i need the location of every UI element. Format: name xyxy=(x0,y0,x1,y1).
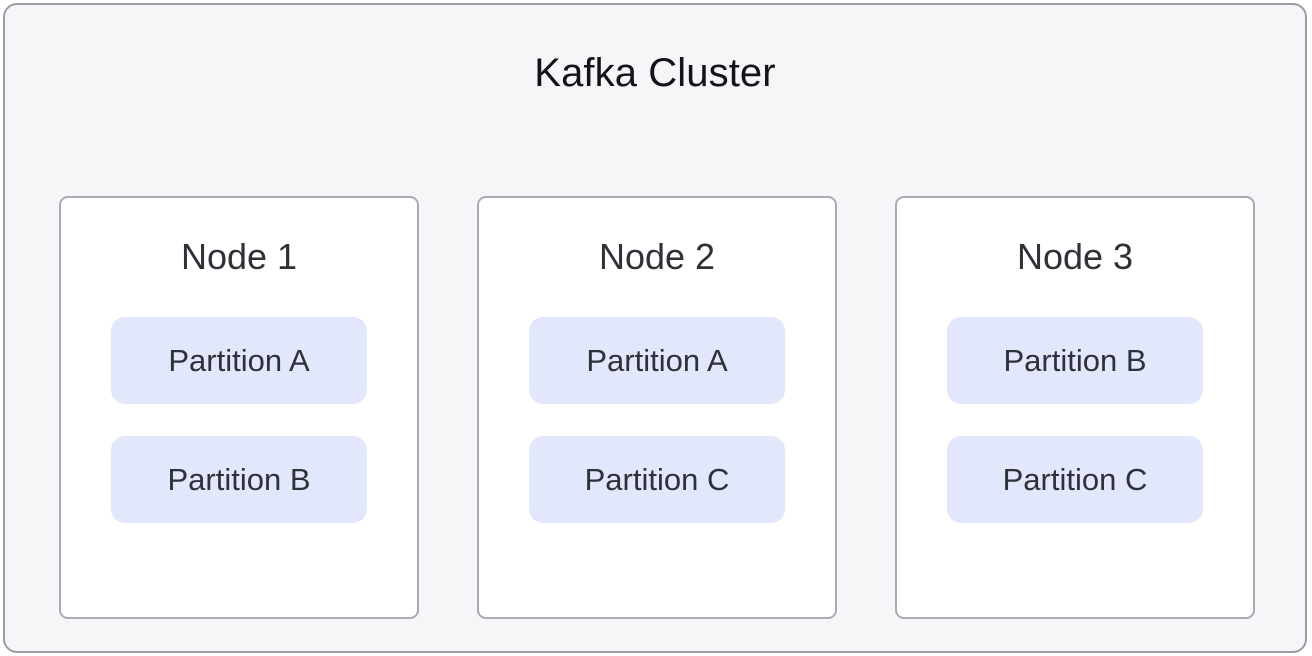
partition-pill[interactable]: Partition A xyxy=(529,317,785,404)
partition-pill[interactable]: Partition C xyxy=(947,436,1203,523)
node-title-2: Node 2 xyxy=(598,236,716,277)
kafka-cluster-container: Kafka Cluster Node 1 Partition A Partiti… xyxy=(3,3,1307,653)
node-card-3[interactable]: Node 3 Partition B Partition C xyxy=(895,196,1255,619)
partition-pill[interactable]: Partition B xyxy=(947,317,1203,404)
partition-pill[interactable]: Partition B xyxy=(111,436,367,523)
node-title-1: Node 1 xyxy=(180,236,298,277)
node-card-1[interactable]: Node 1 Partition A Partition B xyxy=(59,196,419,619)
node-row: Node 1 Partition A Partition B Node 2 Pa… xyxy=(59,196,1255,619)
node-card-2[interactable]: Node 2 Partition A Partition C xyxy=(477,196,837,619)
partition-list-1: Partition A Partition B xyxy=(111,317,367,523)
partition-pill[interactable]: Partition A xyxy=(111,317,367,404)
partition-list-3: Partition B Partition C xyxy=(947,317,1203,523)
partition-pill[interactable]: Partition C xyxy=(529,436,785,523)
cluster-title: Kafka Cluster xyxy=(534,51,776,95)
node-title-3: Node 3 xyxy=(1016,236,1134,277)
partition-list-2: Partition A Partition C xyxy=(529,317,785,523)
